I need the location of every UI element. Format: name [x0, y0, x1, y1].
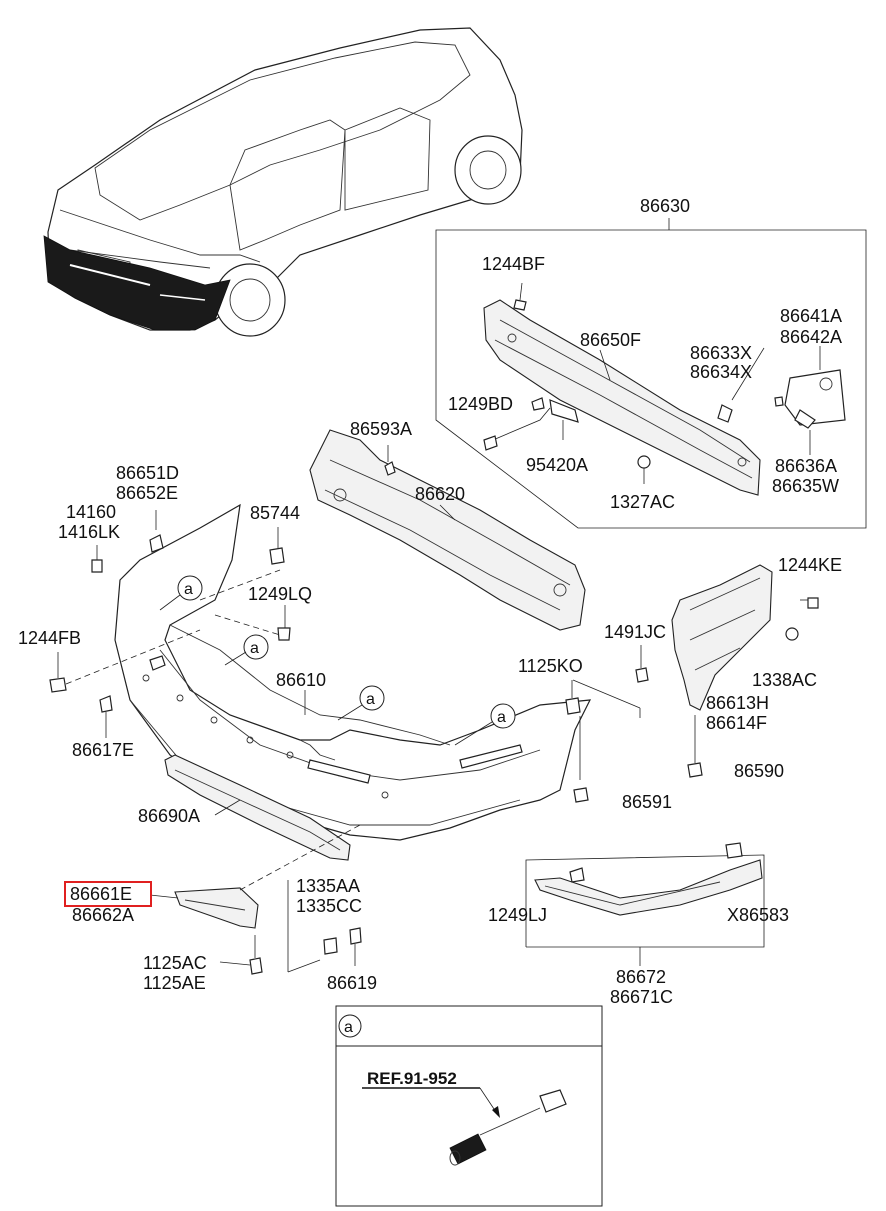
label-1125KO: 1125KO	[518, 656, 583, 676]
label-86633X: 86633X	[690, 343, 752, 363]
label-86636A: 86636A	[775, 456, 837, 476]
label-86635W: 86635W	[772, 476, 839, 496]
circle-marker-2: a	[250, 640, 259, 657]
label-86662A: 86662A	[72, 905, 134, 925]
label-1249BD: 1249BD	[448, 394, 513, 414]
reflector-assembly	[149, 824, 362, 975]
label-86634X: 86634X	[690, 362, 752, 382]
label-1244BF: 1244BF	[482, 254, 545, 274]
circle-markers: a a a a	[159, 575, 516, 746]
ref-label: REF.91-952	[367, 1069, 457, 1088]
label-86590: 86590	[734, 761, 784, 781]
label-86672: 86672	[616, 967, 666, 987]
label-1244FB: 1244FB	[18, 628, 81, 648]
label-1249LQ: 1249LQ	[248, 584, 312, 604]
label-86652E: 86652E	[116, 483, 178, 503]
label-86619: 86619	[327, 973, 377, 993]
label-95420A: 95420A	[526, 455, 588, 475]
label-86642A: 86642A	[780, 327, 842, 347]
label-86617E: 86617E	[72, 740, 134, 760]
label-1335CC: 1335CC	[296, 896, 362, 916]
rail-assembly-box	[435, 218, 867, 529]
circle-marker-3: a	[366, 691, 375, 708]
label-1491JC: 1491JC	[604, 622, 666, 642]
label-86671C: 86671C	[610, 987, 673, 1007]
part-labels: 86630 1244BF 86650F 86641A 86642A 86633X…	[18, 196, 842, 1007]
label-86651D: 86651D	[116, 463, 179, 483]
label-86593A: 86593A	[350, 419, 412, 439]
label-86641A: 86641A	[780, 306, 842, 326]
energy-absorber	[309, 429, 586, 631]
label-86661E: 86661E	[70, 884, 132, 904]
detail-marker: a	[344, 1019, 353, 1036]
label-85744: 85744	[250, 503, 300, 523]
label-1249LJ: 1249LJ	[488, 905, 547, 925]
label-86650F: 86650F	[580, 330, 641, 350]
label-86630: 86630	[640, 196, 690, 216]
label-86620: 86620	[415, 484, 465, 504]
label-1335AA: 1335AA	[296, 876, 360, 896]
label-1416LK: 1416LK	[58, 522, 120, 542]
highlight-box	[64, 881, 152, 907]
side-bracket	[565, 564, 819, 803]
label-86610: 86610	[276, 670, 326, 690]
circle-marker-4: a	[497, 709, 506, 726]
label-1125AC: 1125AC	[143, 953, 207, 973]
label-1125AE: 1125AE	[143, 973, 206, 993]
label-86614F: 86614F	[706, 713, 767, 733]
label-X86583: X86583	[727, 905, 789, 925]
label-1327AC: 1327AC	[610, 492, 675, 512]
label-86613H: 86613H	[706, 693, 769, 713]
label-1338AC: 1338AC	[752, 670, 817, 690]
bumper-molding	[525, 842, 765, 966]
circle-marker-1: a	[184, 581, 193, 598]
car-illustration	[43, 27, 523, 337]
label-1244KE: 1244KE	[778, 555, 842, 575]
detail-box: a REF.91-952	[335, 1005, 603, 1207]
label-86690A: 86690A	[138, 806, 200, 826]
skid-plate	[164, 754, 351, 861]
label-14160: 14160	[66, 502, 116, 522]
label-86591: 86591	[622, 792, 672, 812]
